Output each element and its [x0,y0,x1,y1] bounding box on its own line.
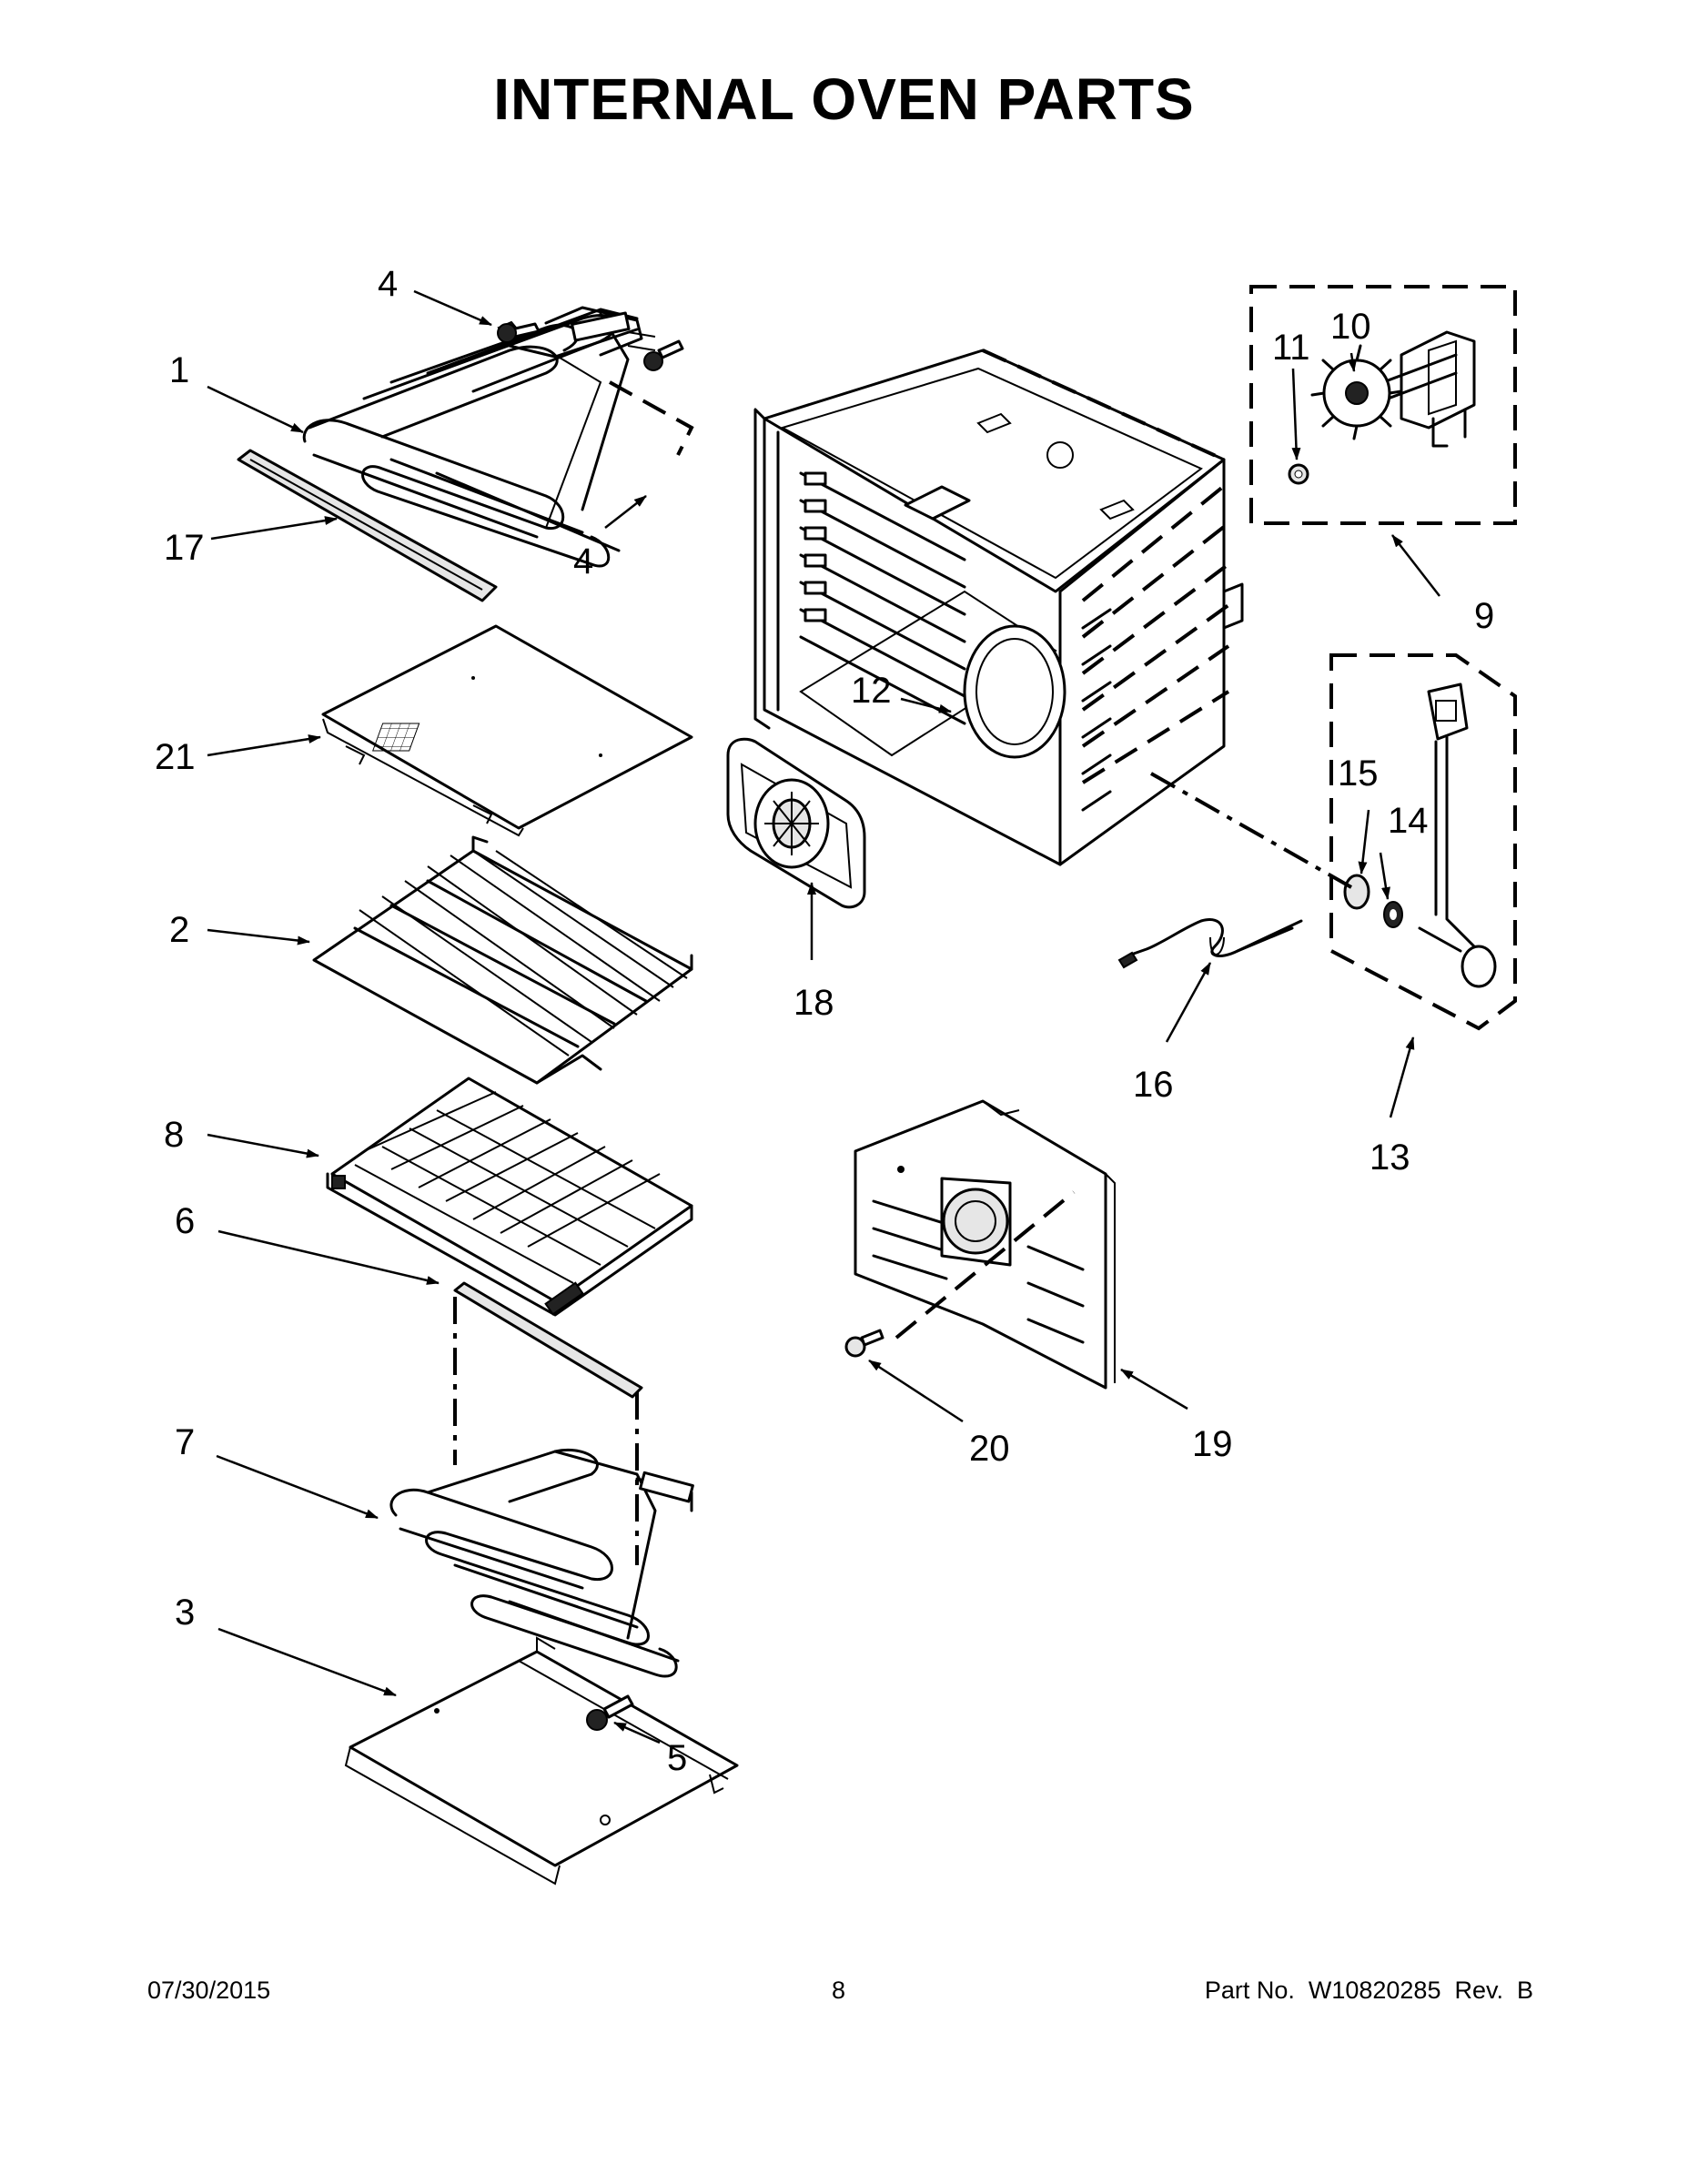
callout-4-bottom: 4 [573,541,593,581]
callout-11: 11 [1272,328,1310,368]
element-shield [453,1281,643,1399]
page-title: INTERNAL OVEN PARTS [493,66,1195,132]
callout-17: 17 [164,528,205,568]
callout-21: 21 [155,737,196,777]
callout-15: 15 [1338,753,1379,794]
rear-panel-screw-line [895,1190,1076,1340]
screw-alignment-line [609,380,694,456]
callout-6: 6 [175,1201,195,1241]
screw-lower-right [643,339,684,371]
oven-rack [312,835,693,1085]
convection-fan-cover [726,737,866,909]
callout-5: 5 [667,1738,687,1778]
callout-labels: 1 2 3 4 4 5 6 7 8 9 10 11 12 13 14 15 16… [155,264,1494,1778]
callout-7: 7 [175,1422,195,1462]
callout-13: 13 [1370,1138,1410,1178]
meat-probe [1117,918,1303,969]
footer-part-number: Part No. W10820285 Rev. B [1204,1977,1533,2004]
screw-bottom [586,1694,634,1731]
upper-heating-element [302,306,656,568]
callout-8: 8 [164,1115,184,1155]
footer-page-number: 8 [832,1977,846,2004]
screw-rear-panel [844,1329,884,1358]
vent-trim [237,449,498,602]
rear-panel [854,1099,1116,1390]
footer-date: 07/30/2015 [147,1977,271,2004]
callout-16: 16 [1133,1065,1174,1105]
callout-9: 9 [1474,596,1494,636]
lower-heating-element [389,1448,694,1678]
callout-10: 10 [1330,307,1371,347]
oven-bottom-cover [321,624,693,837]
callout-14: 14 [1388,801,1429,841]
callout-4-top: 4 [378,264,398,304]
screw-upper [497,320,541,343]
convection-motor-kit-box [1249,285,1517,525]
rotisserie-alignment-line [1150,772,1352,889]
callout-3: 3 [175,1592,195,1633]
rotisserie-kit-box [1329,653,1517,1031]
leader-arrows [207,289,1440,1744]
callout-20: 20 [969,1429,1010,1469]
sliding-rack [326,1077,693,1317]
callout-1: 1 [169,350,189,390]
callout-18: 18 [793,983,834,1023]
callout-2: 2 [169,910,189,950]
oven-bottom-panel [344,1636,739,1886]
callout-19: 19 [1192,1424,1233,1464]
oven-cavity [753,349,1244,866]
callout-12: 12 [851,671,892,711]
